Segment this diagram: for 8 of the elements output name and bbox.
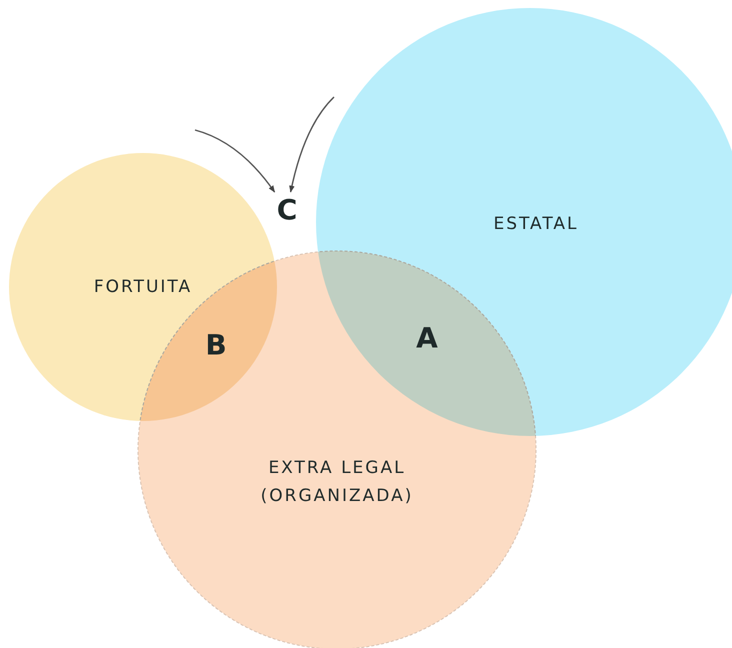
region-label: EXTRA LEGAL (ORGANIZADA) xyxy=(260,457,414,508)
region-letter: A xyxy=(416,322,438,354)
region-label: FORTUITA xyxy=(94,277,192,297)
region-letter: B xyxy=(205,328,227,362)
arrow xyxy=(194,129,276,193)
region-label: ESTATAL xyxy=(493,214,579,234)
region-letter: C xyxy=(276,194,298,226)
arrow xyxy=(289,96,334,193)
